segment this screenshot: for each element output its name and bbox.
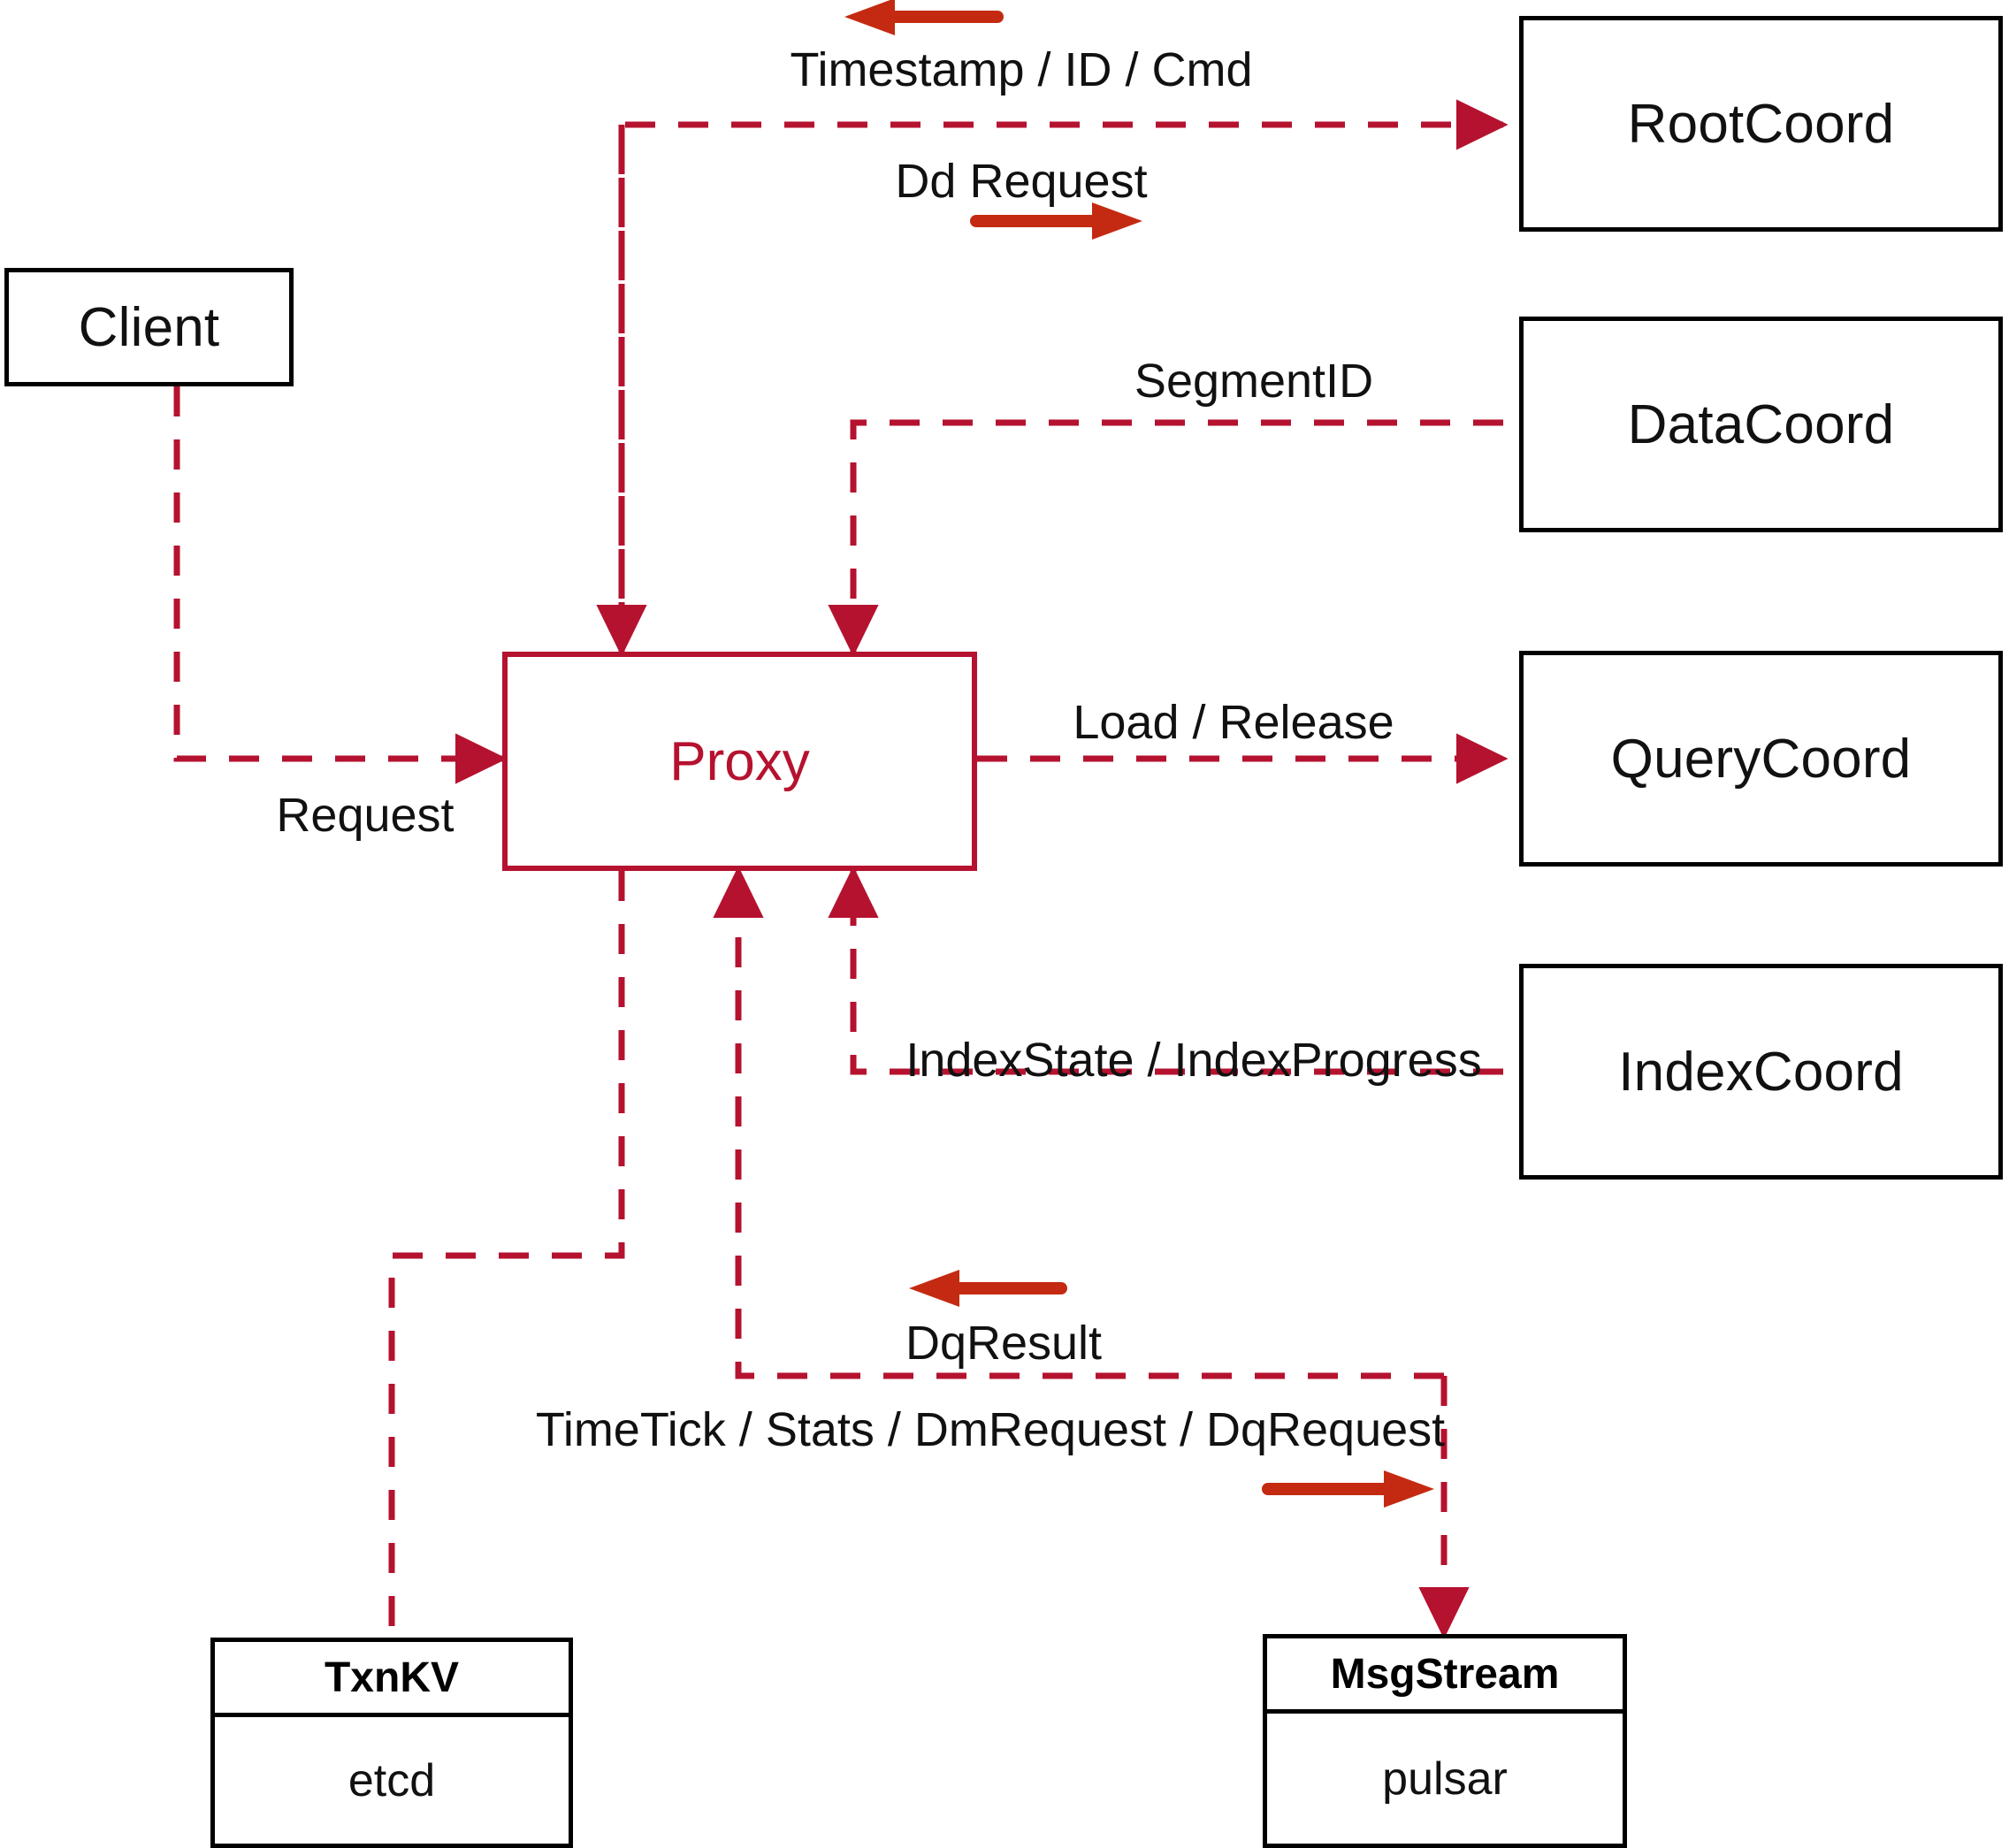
edge-label-request: Request (276, 789, 455, 842)
node-msgstream-title: MsgStream (1267, 1638, 1623, 1714)
node-rootcoord[interactable]: RootCoord (1519, 16, 2003, 232)
timestamp-direction-arrow (844, 0, 1004, 35)
edge-label-load-release: Load / Release (1073, 696, 1394, 749)
edge-label-dq-result: DqResult (905, 1317, 1103, 1370)
wire-indexcoord-to-proxy (828, 866, 1503, 1075)
node-querycoord-label: QueryCoord (1610, 728, 1912, 790)
node-indexcoord[interactable]: IndexCoord (1519, 964, 2003, 1180)
edge-label-segment-id: SegmentID (1134, 355, 1374, 408)
node-proxy-label: Proxy (669, 730, 810, 792)
node-datacoord[interactable]: DataCoord (1519, 317, 2003, 532)
node-rootcoord-label: RootCoord (1627, 93, 1895, 155)
node-proxy[interactable]: Proxy (502, 652, 977, 871)
node-msgstream-impl: pulsar (1382, 1753, 1508, 1805)
node-indexcoord-label: IndexCoord (1618, 1041, 1904, 1103)
dq-result-direction-arrow (909, 1270, 1067, 1307)
edge-label-timestamp-id-cmd: Timestamp / ID / Cmd (790, 43, 1253, 96)
node-client[interactable]: Client (4, 268, 294, 386)
wire-msgstream-to-proxy (713, 866, 1444, 1379)
wire-proxy-to-txnkv (388, 871, 625, 1638)
node-msgstream[interactable]: MsgStream pulsar (1263, 1634, 1627, 1848)
node-txnkv-impl: etcd (348, 1754, 436, 1806)
edge-label-index-state-progress: IndexState / IndexProgress (905, 1034, 1482, 1087)
wire-proxy-to-rootcoord (618, 99, 1509, 652)
dd-request-direction-arrow (970, 202, 1142, 240)
wire-client-to-proxy (173, 386, 508, 784)
timetick-direction-arrow (1262, 1470, 1434, 1508)
node-querycoord[interactable]: QueryCoord (1519, 651, 2003, 867)
edge-label-dd-request: Dd Request (895, 155, 1148, 208)
edge-label-timetick-stats: TimeTick / Stats / DmRequest / DqRequest (535, 1403, 1446, 1456)
node-txnkv-title: TxnKV (215, 1642, 569, 1717)
node-client-label: Client (78, 296, 220, 358)
node-txnkv[interactable]: TxnKV etcd (210, 1638, 573, 1848)
node-datacoord-label: DataCoord (1627, 393, 1895, 455)
wire-datacoord-to-proxy (828, 419, 1503, 657)
